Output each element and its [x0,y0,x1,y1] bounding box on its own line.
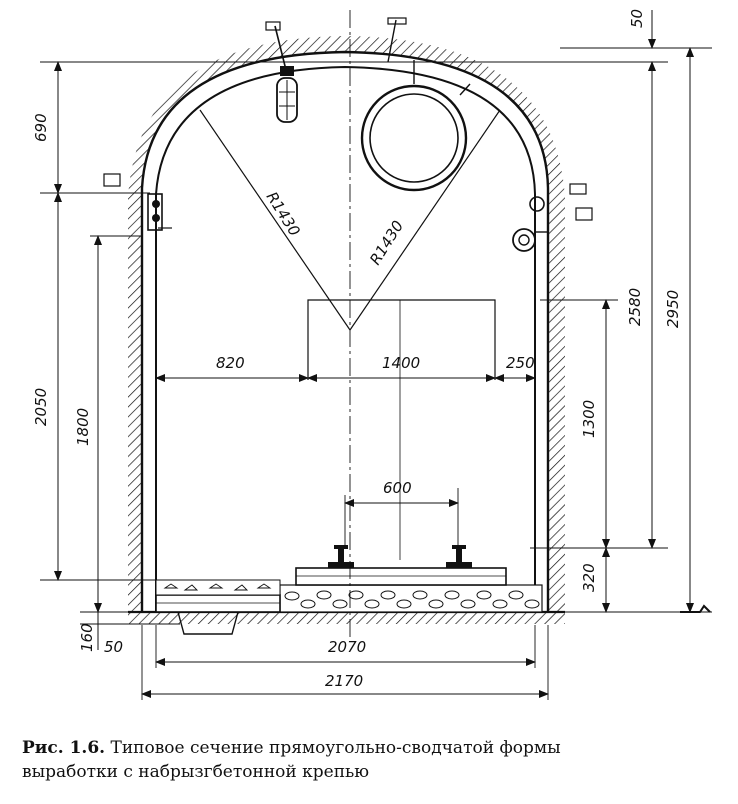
dim-gauge: 600 [383,479,412,497]
dim-top-gap: 50 [628,9,646,28]
lining-outer-contour [140,50,550,612]
tunnel-cross-section-drawing: R1430 R1430 [32,9,712,700]
caption-text-1: Типовое сечение прямоугольно-сводчатой ф… [110,738,561,758]
cable-bracket-right-icon [512,183,593,252]
dim-rail-clearance: 1300 [580,400,598,438]
lamp-icon [265,21,298,123]
left-rail [328,545,354,568]
radius-label-right: R1430 [366,217,407,268]
dim-clear-right: 250 [506,354,535,372]
radius-line-right [349,109,501,331]
drain-trough [177,611,239,635]
caption-line-1: Рис. 1.6. Типовое сечение прямоугольно-с… [22,736,722,760]
sleeper [295,567,507,586]
dim-floor: 160 [78,623,96,652]
dim-outer-width: 2170 [325,672,363,690]
ground-mark-icon [680,604,711,613]
dim-clear-middle: 1400 [382,354,420,372]
floor-hatching [128,612,565,624]
dim-inner-width: 2070 [328,638,366,656]
figure-caption: Рис. 1.6. Типовое сечение прямоугольно-с… [22,736,722,784]
dim-clear-left: 820 [216,354,245,372]
ventilation-duct-icon [360,17,471,192]
right-rail [446,545,472,568]
walkway-fill [155,579,281,596]
dim-ballast: 320 [580,563,598,592]
dim-right-height: 2580 [626,288,644,326]
lining-inner-contour [155,65,536,612]
cable-bracket-left-icon [103,173,172,231]
dim-lining: 50 [104,638,123,656]
clearance-frame [307,299,496,380]
rock-hatching [128,36,565,612]
dim-inner-height: 1800 [74,408,92,446]
dim-left-side-height: 2050 [32,388,50,426]
dim-vault-height: 690 [32,113,50,142]
walkway-slab [155,594,281,613]
ballast-stones [284,590,540,609]
caption-line-2: выработки с набрызгбетонной крепью [22,762,370,782]
caption-label: Рис. 1.6. [22,738,106,758]
radius-line-left [199,109,351,331]
dim-total-height: 2950 [664,290,682,328]
